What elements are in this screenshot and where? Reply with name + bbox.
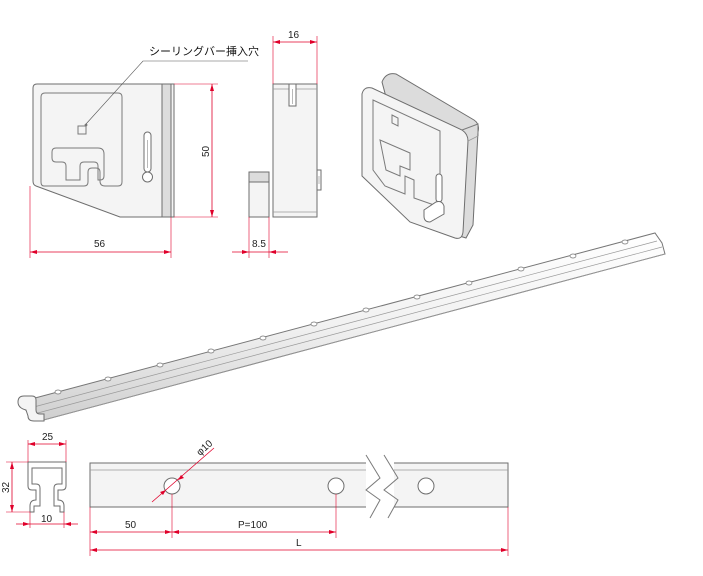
- dim-25-label: 25: [42, 432, 54, 443]
- dim-8-5-label: 8.5: [252, 239, 266, 250]
- note-label: シーリングバー挿入穴: [149, 44, 259, 58]
- dim-16-label: 16: [288, 30, 300, 41]
- bracket-front-view: [32, 83, 175, 218]
- dim-pitch-label: P=100: [238, 520, 268, 531]
- dim-phi10-label: φ10: [195, 438, 216, 458]
- dim-56-label: 56: [94, 239, 106, 250]
- rail-plan-view: [89, 454, 509, 519]
- bracket-side-view: [248, 83, 322, 218]
- dim-50-bottom-label: 50: [125, 520, 137, 531]
- dim-10-label: 10: [41, 514, 53, 525]
- rail-holes: [54, 239, 629, 395]
- note-callout: シーリングバー挿入穴: [85, 44, 259, 125]
- dim-32-label: 32: [1, 481, 12, 493]
- bracket-isometric-view: [361, 73, 479, 239]
- dimension-lines: [6, 36, 509, 556]
- dim-50-label: 50: [201, 145, 212, 157]
- rail-isometric: [17, 232, 666, 422]
- dim-L-label: L: [296, 538, 302, 549]
- rail-cross-section: [27, 461, 67, 513]
